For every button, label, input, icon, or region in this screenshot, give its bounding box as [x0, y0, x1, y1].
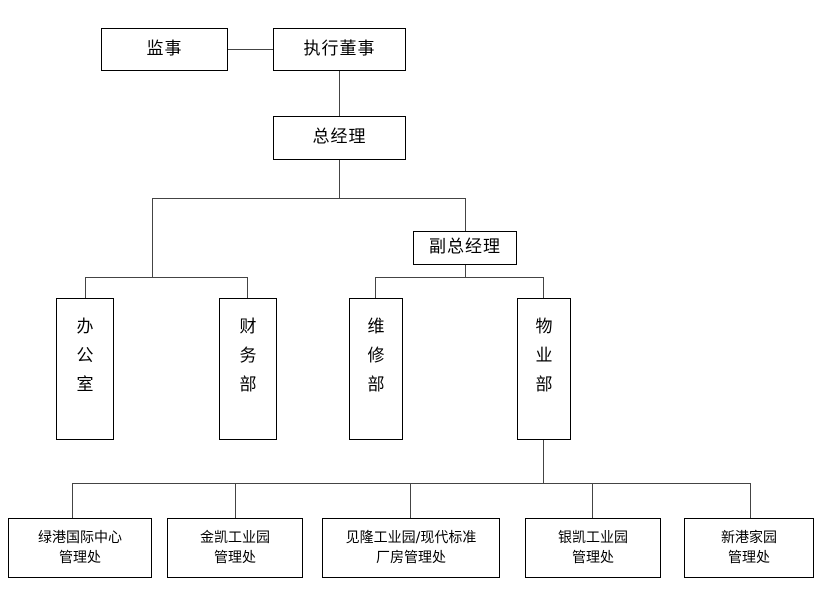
- node-maintenance-dept-label: 维 修 部: [367, 317, 385, 396]
- connector-to-maintenance-dept: [375, 277, 376, 298]
- connector-supervisor-to-executive-director: [228, 49, 274, 50]
- node-site-2[interactable]: 金凯工业园 管理处: [167, 518, 303, 578]
- connector-deputy-general-manager-downstem: [465, 265, 466, 277]
- node-site-5[interactable]: 新港家园 管理处: [684, 518, 814, 578]
- connector-bottom-bus: [72, 483, 751, 484]
- connector-to-site-3: [410, 483, 411, 518]
- node-general-manager[interactable]: 总经理: [273, 116, 406, 160]
- node-finance-dept[interactable]: 财 务 部: [219, 298, 277, 440]
- connector-left-branch-stem: [152, 198, 153, 277]
- connector-to-site-4: [592, 483, 593, 518]
- node-finance-dept-label: 财 务 部: [239, 317, 257, 396]
- connector-deputy-general-manager-stem: [465, 198, 466, 231]
- node-office[interactable]: 办 公 室: [56, 298, 114, 440]
- node-site-3-label: 见隆工业园/现代标准 厂房管理处: [345, 529, 477, 566]
- node-supervisor[interactable]: 监事: [101, 28, 228, 71]
- node-office-label: 办 公 室: [76, 317, 94, 396]
- connector-to-property-dept: [543, 277, 544, 298]
- node-executive-director[interactable]: 执行董事: [273, 28, 406, 71]
- connector-left-subbus: [85, 277, 248, 278]
- connector-to-site-1: [72, 483, 73, 518]
- connector-right-subbus: [375, 277, 544, 278]
- node-site-5-label: 新港家园 管理处: [721, 529, 777, 566]
- node-property-dept[interactable]: 物 业 部: [517, 298, 571, 440]
- connector-executive-director-to-general-manager: [339, 71, 340, 116]
- node-deputy-general-manager[interactable]: 副总经理: [413, 231, 517, 265]
- node-site-3[interactable]: 见隆工业园/现代标准 厂房管理处: [322, 518, 500, 578]
- connector-to-site-5: [750, 483, 751, 518]
- connector-general-manager-stem: [339, 160, 340, 198]
- node-site-1[interactable]: 绿港国际中心 管理处: [8, 518, 152, 578]
- node-site-4[interactable]: 银凯工业园 管理处: [525, 518, 661, 578]
- connector-property-dept-stem: [543, 440, 544, 483]
- node-supervisor-label: 监事: [146, 38, 183, 59]
- node-executive-director-label: 执行董事: [303, 38, 376, 59]
- node-site-2-label: 金凯工业园 管理处: [200, 529, 270, 566]
- node-general-manager-label: 总经理: [312, 127, 367, 148]
- node-property-dept-label: 物 业 部: [535, 317, 553, 396]
- node-deputy-general-manager-label: 副总经理: [429, 237, 501, 258]
- node-site-1-label: 绿港国际中心 管理处: [38, 529, 122, 566]
- connector-level2-bus: [152, 198, 465, 199]
- connector-to-office: [85, 277, 86, 298]
- connector-to-finance-dept: [247, 277, 248, 298]
- node-site-4-label: 银凯工业园 管理处: [558, 529, 628, 566]
- connector-to-site-2: [235, 483, 236, 518]
- node-maintenance-dept[interactable]: 维 修 部: [349, 298, 403, 440]
